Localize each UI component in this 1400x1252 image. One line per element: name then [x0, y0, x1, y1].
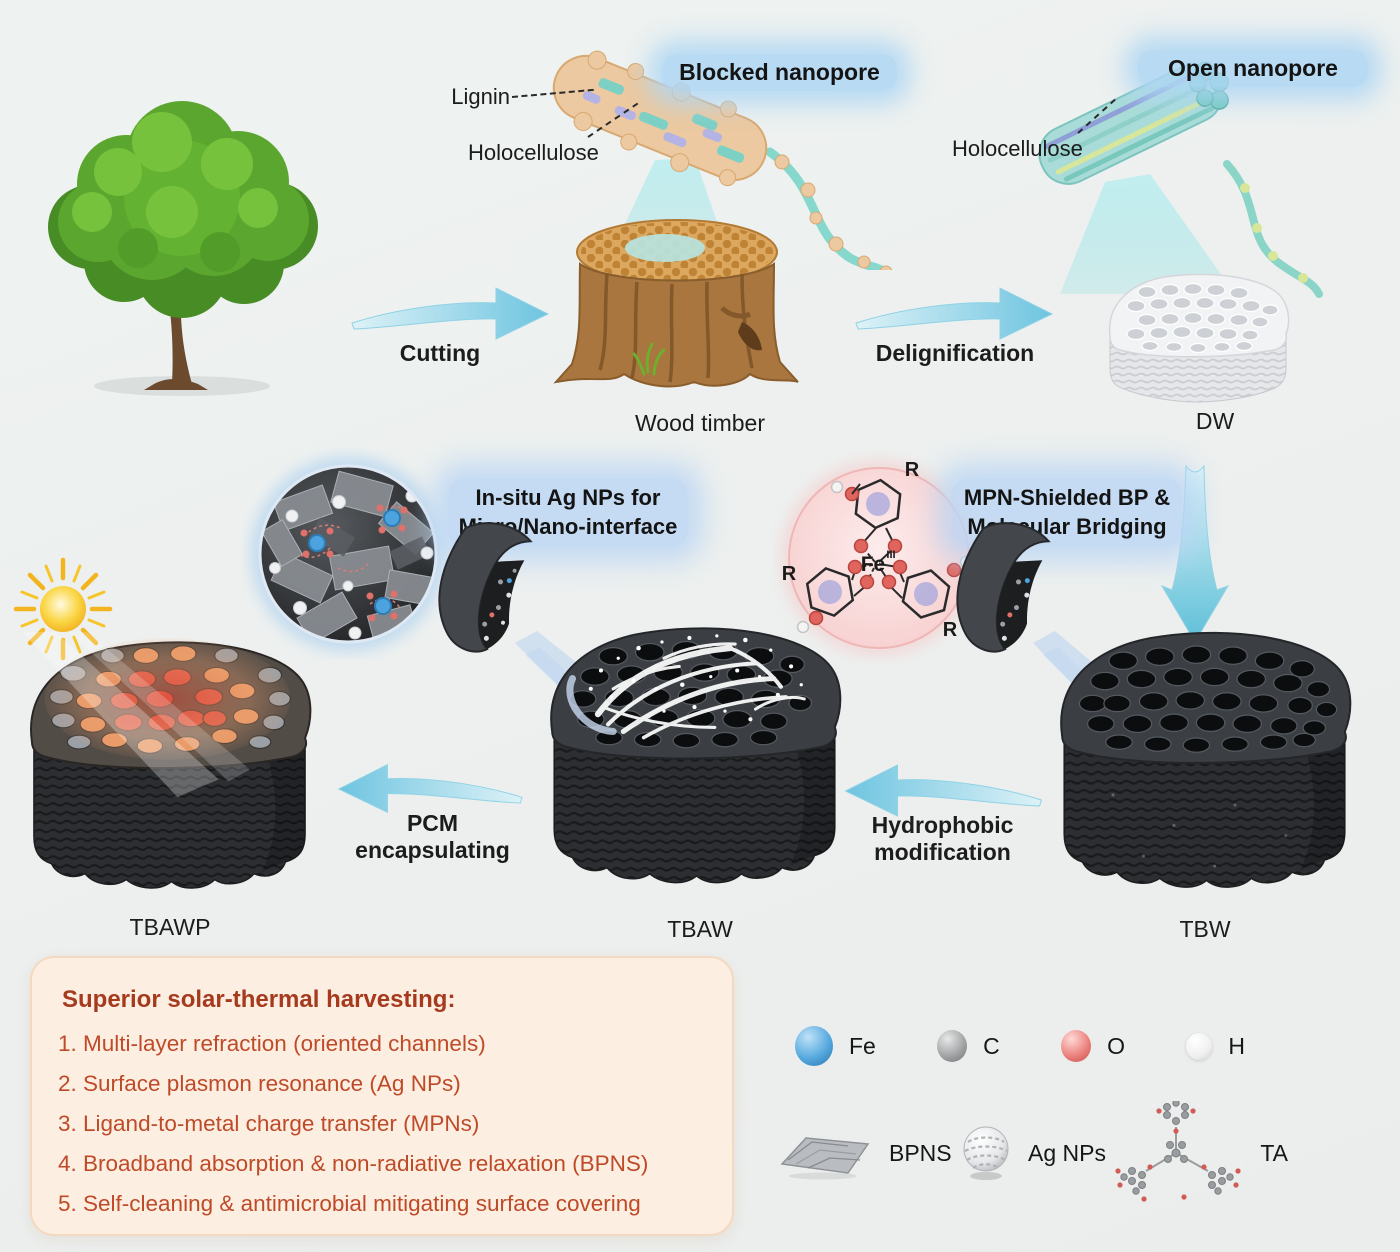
open-fiber-bundle: [1038, 61, 1323, 298]
summary-item-2: 2. Surface plasmon resonance (Ag NPs): [58, 1071, 461, 1096]
fiber-rod: [552, 50, 768, 187]
grass-tuft: [632, 342, 666, 376]
lignin-label: Lignin: [451, 84, 510, 109]
oxygen-atoms: [808, 486, 962, 626]
legend-material-bpns: BPNS: [778, 1126, 952, 1181]
ag-nps-icon: [963, 1126, 1009, 1180]
tbw-pores: [1078, 645, 1338, 753]
ag-nanoparticles: [269, 489, 436, 640]
hydrophobic-arrow: [844, 764, 1043, 817]
bpns-sheet-icon: [780, 1136, 870, 1179]
tree-illustration: [48, 101, 318, 396]
r-label-left: R: [782, 563, 797, 585]
legend-atom-o: O: [1061, 1030, 1125, 1062]
r-label-right: R: [943, 619, 958, 641]
dw-pores: [1126, 282, 1279, 354]
fe-center-label: Fe: [861, 553, 886, 576]
summary-item-3: 3. Ligand-to-metal charge transfer (MPNs…: [58, 1111, 480, 1136]
tree-canopy: [48, 101, 318, 318]
sun-icon: [13, 557, 113, 661]
pcm-label: PCM encapsulating: [335, 810, 530, 864]
projection-cone-open: [1060, 174, 1235, 294]
fe-atoms: [308, 509, 401, 615]
dw-label: DW: [1195, 408, 1235, 434]
o-sphere-icon: [1061, 1030, 1092, 1062]
open-fiber-rod: [1038, 61, 1230, 185]
h-sphere-icon: [1186, 1032, 1213, 1060]
mpn-line1: MPN-Shielded BP &: [963, 485, 1171, 510]
cutting-arrow: [351, 287, 550, 340]
water-splash: [594, 642, 806, 740]
legend-material-agnps: Ag NPs: [960, 1124, 1106, 1182]
h-label: H: [1228, 1032, 1245, 1059]
insitu-line1: In-situ Ag NPs for: [475, 485, 661, 510]
open-nanopore-label: Open nanopore: [1138, 50, 1368, 87]
tbawp-block: [22, 632, 312, 889]
legend-atoms: Fe C O H: [795, 1018, 1245, 1074]
wood-stump: [553, 219, 799, 388]
water-droplets: [588, 634, 803, 722]
tbawp-label: TBAWP: [129, 914, 211, 940]
cutting-label: Cutting: [399, 340, 481, 366]
holocellulose-blocked-label: Holocellulose: [468, 140, 599, 165]
fe-valence-label: III: [886, 549, 895, 561]
fe-sphere-icon: [795, 1026, 833, 1066]
hydrophobic-line1: Hydrophobic: [871, 812, 1014, 838]
tbaw-block: [550, 627, 842, 884]
summary-list: 1. Multi-layer refraction (oriented chan…: [58, 1024, 718, 1224]
legend-atom-fe: Fe: [795, 1026, 876, 1066]
stump-bark: [553, 262, 799, 388]
summary-box: Superior solar-thermal harvesting: 1. Mu…: [30, 956, 734, 1236]
sem-nanosheets: [260, 470, 436, 642]
heat-glow: [44, 637, 291, 760]
ag-nps-label: Ag NPs: [1027, 1139, 1106, 1166]
pcm-line2: encapsulating: [355, 837, 510, 863]
tbw-block: [1060, 631, 1352, 888]
hydrophobic-label: Hydrophobic modification: [840, 812, 1045, 866]
tbaw-label: TBAW: [667, 916, 733, 942]
mpn-chemistry-inset: Fe III R R R: [781, 459, 977, 656]
legend-atom-h: H: [1186, 1032, 1245, 1060]
c-label: C: [983, 1032, 1000, 1059]
delignified-patch: [625, 234, 705, 262]
wood-timber-label: Wood timber: [635, 410, 765, 436]
sem-inset: [250, 456, 446, 652]
tbw-label: TBW: [1179, 916, 1231, 942]
summary-title: Superior solar-thermal harvesting:: [62, 986, 456, 1013]
summary-item-5: 5. Self-cleaning & antimicrobial mitigat…: [58, 1191, 641, 1216]
delignification-label: Delignification: [875, 340, 1035, 366]
legend-atom-c: C: [937, 1030, 1000, 1062]
legend-materials: BPNS Ag NPs: [778, 1098, 1288, 1208]
o-label: O: [1107, 1032, 1126, 1059]
c-sphere-icon: [937, 1030, 968, 1062]
ta-molecule-icon: [1114, 1100, 1243, 1202]
legend-material-ta: TA: [1114, 1100, 1288, 1206]
holocellulose-open-label: Holocellulose: [952, 136, 1083, 161]
bpns-label: BPNS: [889, 1139, 952, 1166]
blocked-nanopore-label: Blocked nanopore: [662, 54, 897, 91]
summary-item-1: 1. Multi-layer refraction (oriented chan…: [58, 1031, 486, 1056]
delignification-arrow: [855, 287, 1054, 340]
ta-label: TA: [1260, 1139, 1288, 1166]
dw-block: [1108, 273, 1290, 403]
fe-label: Fe: [849, 1032, 876, 1059]
beam-into-tbaw: [566, 675, 617, 736]
sun-rays-on-block: [22, 632, 251, 798]
hydrophobic-line2: modification: [874, 839, 1011, 865]
pcm-line1: PCM: [406, 810, 459, 836]
down-arrow: [1160, 464, 1230, 643]
summary-item-4: 4. Broadband absorption & non-radiative …: [58, 1151, 649, 1176]
pcm-arrow: [337, 763, 523, 814]
r-label-top: R: [905, 459, 920, 481]
